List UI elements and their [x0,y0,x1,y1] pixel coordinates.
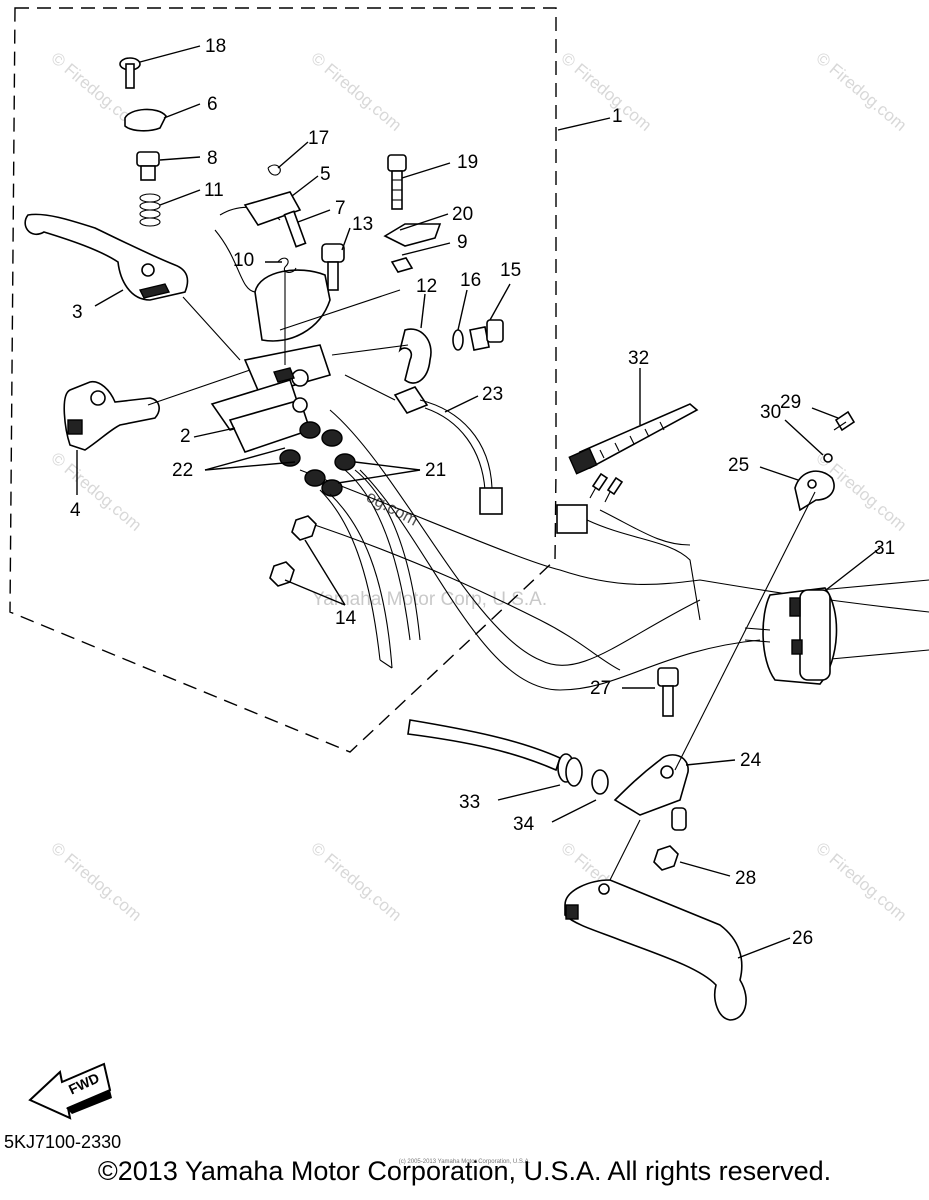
callout-19: 19 [457,152,478,173]
watermark-site: © Firedog.com [307,49,405,135]
banjo-fittings [279,421,356,497]
watermark-site: © Firedog.com [307,839,405,925]
bracket-4 [63,380,160,451]
clamp-hole [807,479,817,489]
clip-17 [267,164,281,176]
brake-lever-3 [24,213,189,301]
callout-26: 26 [792,928,813,949]
handlebar [299,409,929,691]
callout-9: 9 [457,232,468,253]
callout-31: 31 [874,538,895,559]
callout-8: 8 [207,148,218,169]
callout-34: 34 [513,814,535,835]
cable-tie-32 [568,403,699,475]
holder-12 [398,328,432,384]
watermark-site: © Firedog.com [47,839,145,925]
spring-11 [139,193,161,227]
callout-30: 30 [760,402,781,423]
callout-22: 22 [172,460,193,481]
callout-3: 3 [72,302,83,323]
locknut-34 [591,769,609,795]
switch-housing-31 [744,587,838,685]
copyright-line: ©2013 Yamaha Motor Corporation, U.S.A. A… [97,1156,832,1186]
nut-9 [390,257,414,273]
spring-10 [277,257,297,274]
callout-29: 29 [780,392,801,413]
fwd-arrow-icon [28,1062,112,1120]
callout-2: 2 [180,426,191,447]
bracket-20 [383,223,442,247]
callout-32: 32 [628,348,649,369]
cover-5 [243,191,302,226]
bolt-13 [321,243,345,291]
callout-14: 14 [335,608,357,629]
callout-7: 7 [335,198,346,219]
callout-6: 6 [207,94,218,115]
lever-tab [138,283,171,299]
bracket-hole [90,390,106,406]
holder-hole [660,765,674,779]
callout-4: 4 [70,500,81,521]
screw-18 [119,57,141,89]
lever-pivot-26 [598,883,610,895]
cable-housing [407,719,561,772]
plate-6 [124,108,167,132]
cap-8 [136,151,160,181]
nut-28 [653,845,679,871]
callout-18: 18 [205,36,226,57]
callout-12: 12 [416,276,437,297]
small-copyright-notice: (c) 2005-2013 Yamaha Motor Corporation, … [398,1159,531,1165]
switch-23 [393,386,503,515]
callout-17: 17 [308,128,329,149]
watermark-site: © Firedog.com [47,449,145,535]
watermark-site: © Firedog.com [557,49,655,135]
callout-33: 33 [459,792,480,813]
callout-10: 10 [233,250,254,271]
bracket-block [67,419,83,435]
callout-28: 28 [735,868,756,889]
part-code: 5KJ7100-2330 [4,1132,122,1152]
callout-27: 27 [590,678,611,699]
lever-pivot [141,263,155,277]
bolt-19 [387,154,407,210]
washer-16 [452,329,464,351]
callout-21: 21 [425,460,446,481]
callout-15: 15 [500,260,521,281]
callout-1: 1 [612,106,623,127]
washer-30 [823,453,833,463]
watermark-site: © Firedog.com [812,839,910,925]
watermark-site: © Firedog.com [812,49,910,135]
lever-holder-24 [613,754,689,816]
nut-14a [291,515,317,541]
wire-connectors [556,472,701,621]
clutch-lever-26 [564,879,747,1021]
callout-25: 25 [728,455,749,476]
master-cylinder [210,206,332,453]
watermark-center: Yamaha Motor Corp, U.S.A. [312,589,547,610]
callout-20: 20 [452,204,473,225]
callout-5: 5 [320,164,331,185]
bolt-27 [657,667,679,717]
lever-tab-26 [565,904,579,920]
callout-24: 24 [740,750,762,771]
pivot-pin [671,807,687,831]
bolt-15 [469,326,490,351]
clamp-25 [794,470,835,512]
assembly-boundary [9,7,557,753]
pin-7 [283,210,307,248]
callout-numbers: 1 2 3 4 5 6 7 8 9 10 11 12 13 14 15 16 1… [70,36,895,949]
callout-16: 16 [460,270,481,291]
callout-23: 23 [482,384,503,405]
adjuster-33 [557,753,583,787]
leader-lines [76,45,881,959]
guide-lines [147,289,816,881]
brake-hoses [319,469,421,669]
callout-11: 11 [204,180,224,201]
callout-13: 13 [352,214,373,235]
